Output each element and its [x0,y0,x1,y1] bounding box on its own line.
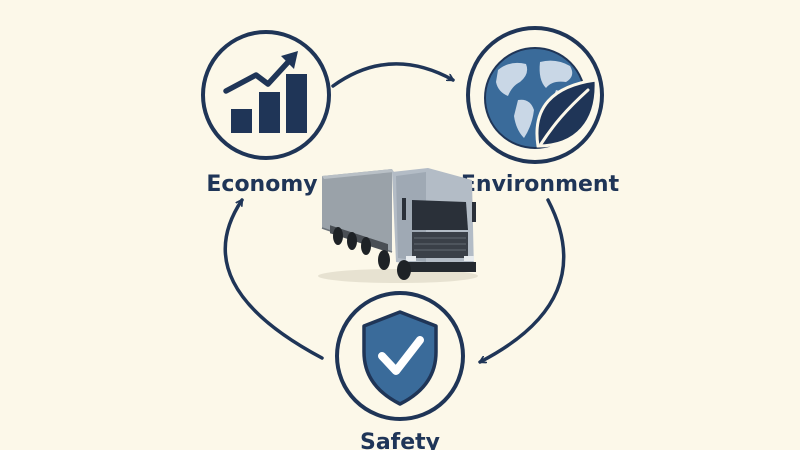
arrow-safety-to-economy [223,198,324,360]
arrow-economy-to-environment [331,62,455,88]
growth-bar-chart-icon [223,51,307,133]
globe-with-leaf-icon [484,47,598,149]
economy-node [201,30,331,160]
environment-label: Environment [461,172,620,197]
safety-label: Safety [360,430,440,450]
economy-label: Economy [206,172,317,197]
shield-checkmark-icon [362,310,438,406]
arrow-environment-to-safety [478,198,566,364]
semi-truck-image [318,168,478,283]
environment-node [466,26,604,164]
safety-node [335,291,465,421]
